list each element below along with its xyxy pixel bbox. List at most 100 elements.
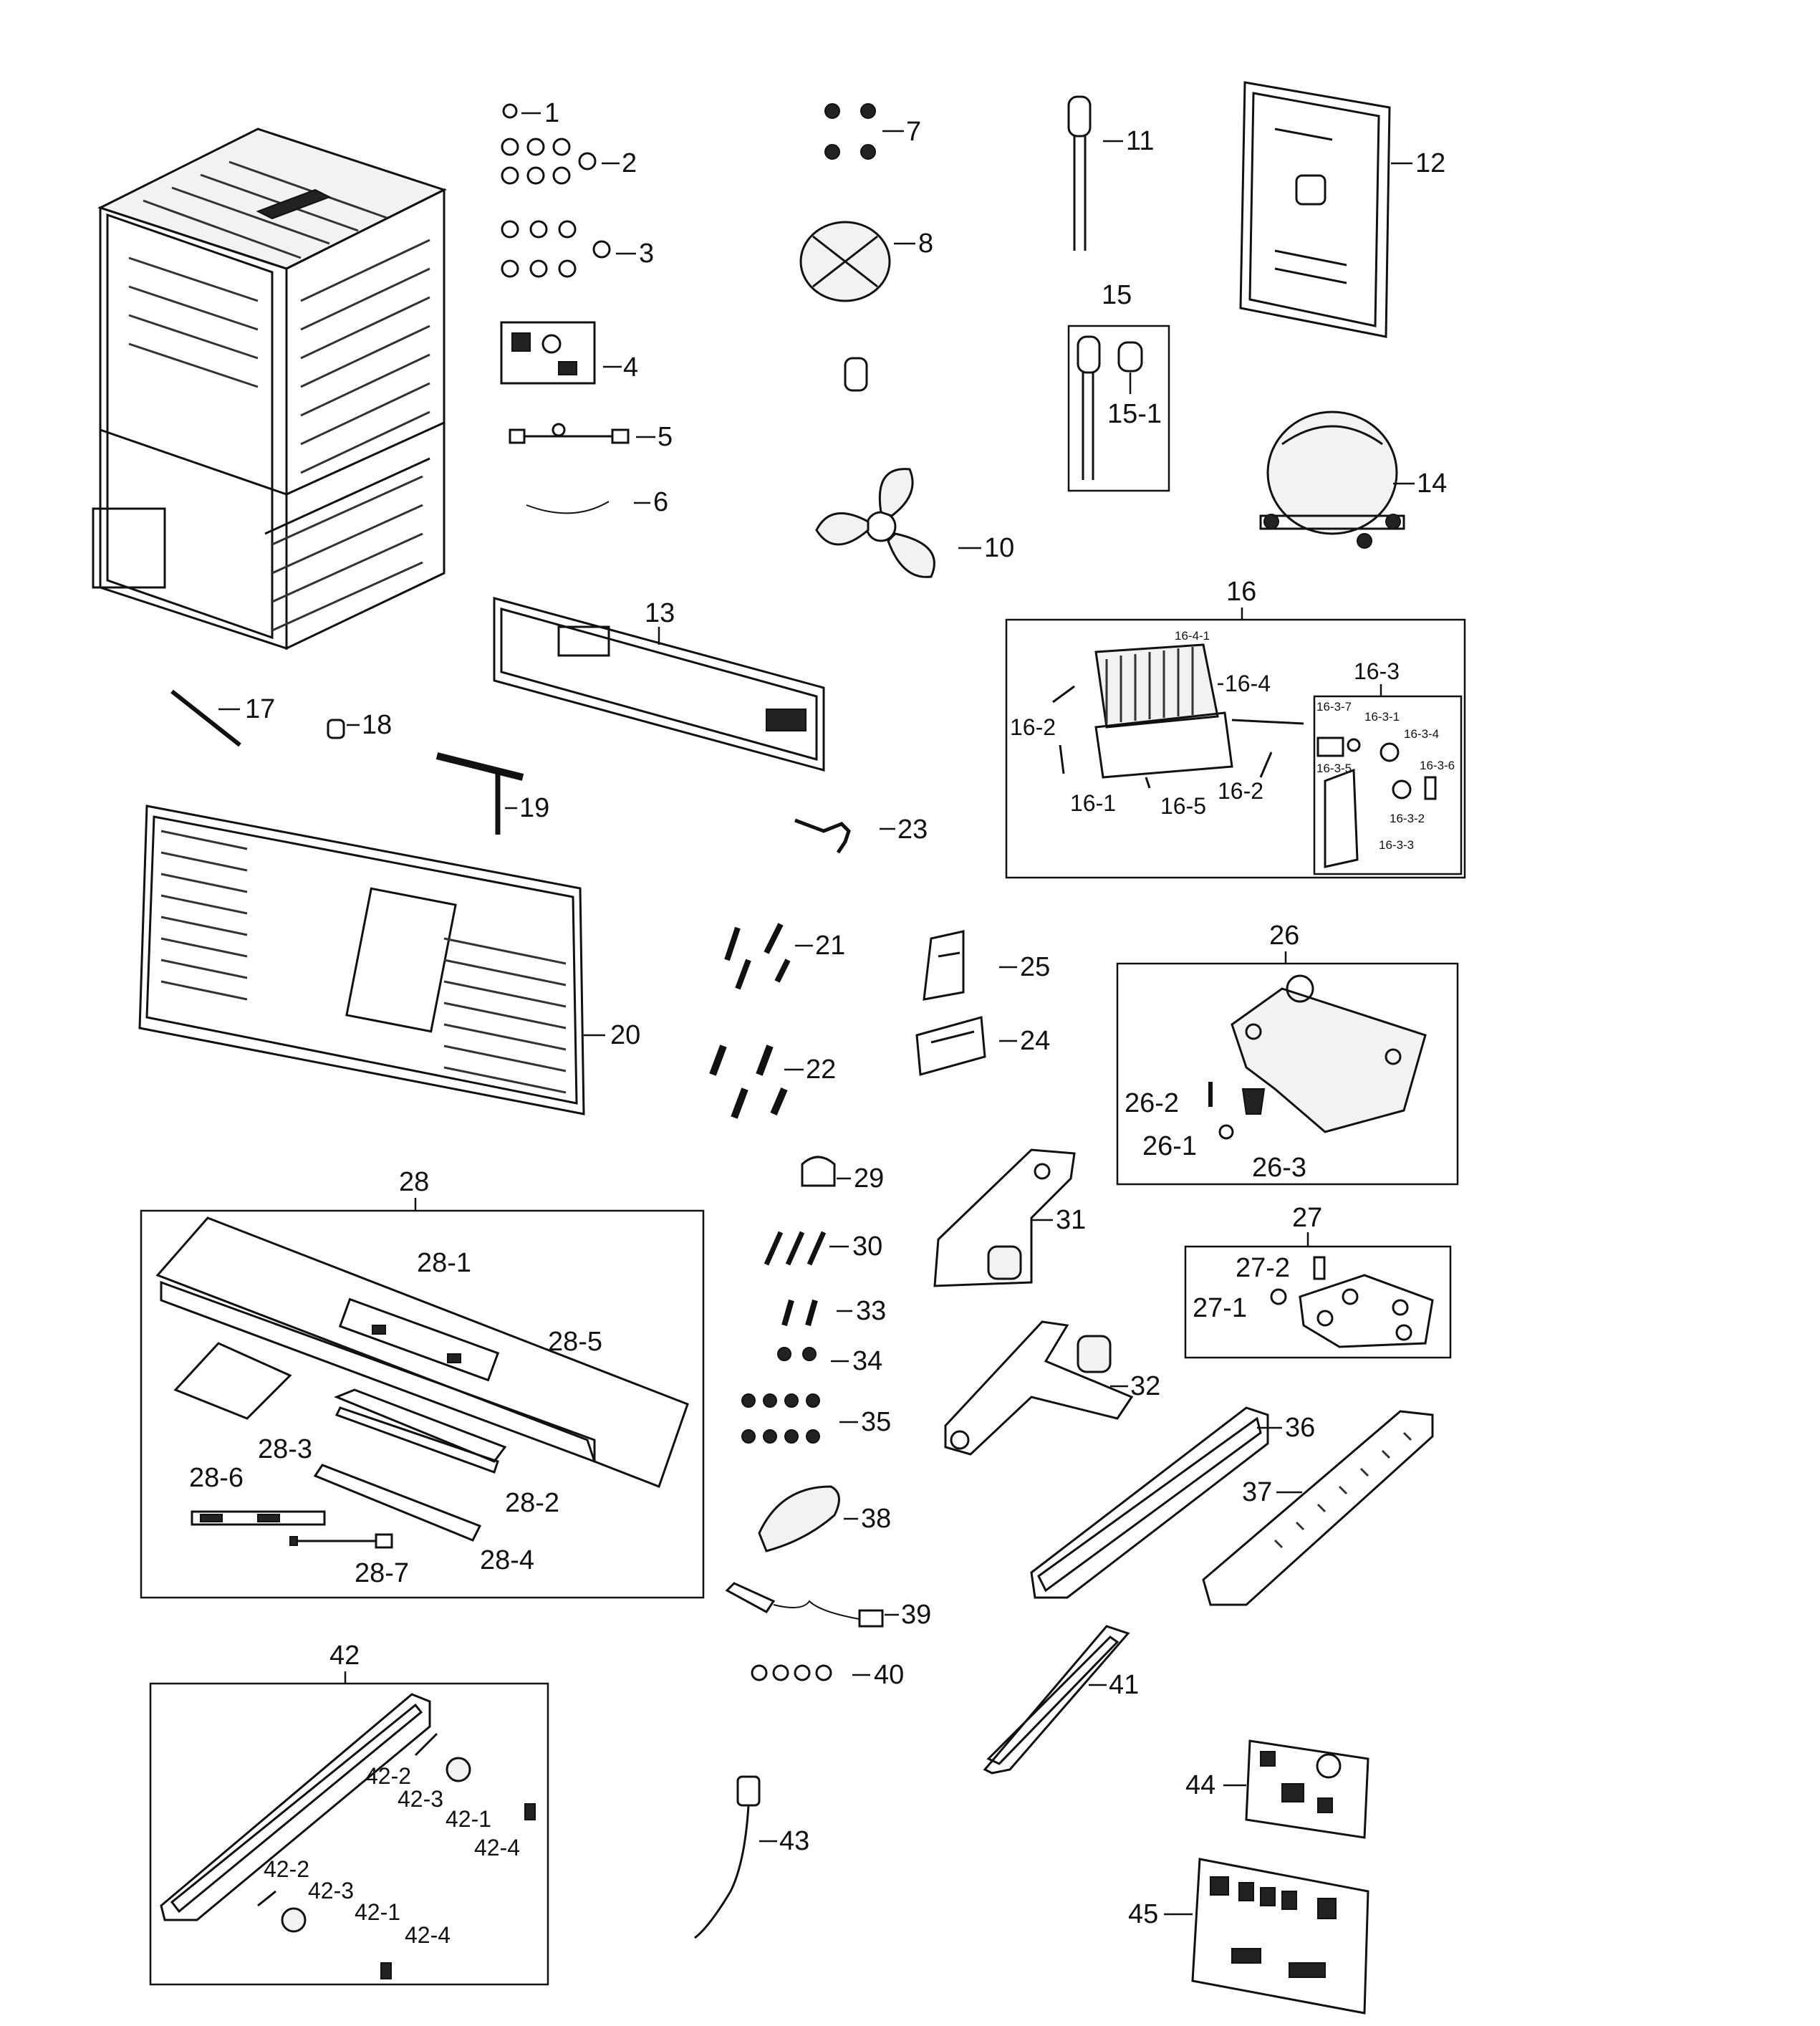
label-16-3: 16-3 <box>1354 658 1400 684</box>
label-31: 31 <box>1056 1205 1086 1235</box>
label-36: 36 <box>1285 1413 1315 1443</box>
label-42-4-upper: 42-4 <box>474 1835 520 1861</box>
label-1: 1 <box>544 98 559 128</box>
label-28-5: 28-5 <box>548 1327 602 1357</box>
part-33-screws <box>781 1299 852 1327</box>
label-28-6: 28-6 <box>189 1463 244 1493</box>
callout-labels: 1 2 3 4 5 6 7 8 10 11 12 13 14 15 15-1 1… <box>189 98 1455 1948</box>
label-17: 17 <box>245 694 275 724</box>
part-19-t-fitting <box>435 752 524 835</box>
label-26-2: 26-2 <box>1125 1088 1179 1118</box>
part-44-pcb <box>1223 1739 1369 1839</box>
label-15-1: 15-1 <box>1107 399 1162 429</box>
label-26-3: 26-3 <box>1252 1153 1306 1183</box>
label-24: 24 <box>1020 1026 1050 1056</box>
label-26: 26 <box>1269 921 1299 951</box>
label-3: 3 <box>639 239 654 269</box>
part-28-5-frame <box>155 1216 689 1488</box>
part-3-screws <box>501 220 636 278</box>
part-1-screw <box>502 103 541 119</box>
label-23: 23 <box>897 815 928 845</box>
part-42-rail <box>160 1693 536 1979</box>
part-6-wire <box>526 501 650 514</box>
part-29-cap <box>801 1156 851 1187</box>
part-30-screws <box>764 1231 849 1266</box>
label-42-3-upper: 42-3 <box>398 1786 443 1812</box>
label-16-3-3: 16-3-3 <box>1379 838 1414 852</box>
label-16-2-right: 16-2 <box>1218 778 1263 804</box>
part-16-4-evaporator <box>1094 643 1304 779</box>
label-11: 11 <box>1126 126 1154 156</box>
label-28: 28 <box>399 1167 429 1197</box>
label-26-1: 26-1 <box>1142 1131 1197 1161</box>
part-28-4-strip <box>313 1464 482 1542</box>
part-8-fan-motor <box>799 221 915 302</box>
box-42 <box>149 1682 549 1986</box>
part-5-harness <box>509 423 655 444</box>
part-43-power-cord <box>694 1775 777 1939</box>
label-20: 20 <box>610 1020 640 1050</box>
part-20-rear-cover <box>138 805 605 1115</box>
part-7-screws <box>824 103 904 160</box>
label-42-3-lower: 42-3 <box>308 1878 354 1903</box>
label-16-5: 16-5 <box>1160 793 1206 819</box>
label-42-4-lower: 42-4 <box>405 1922 451 1948</box>
label-6: 6 <box>653 487 668 517</box>
part-32-hinge <box>944 1320 1134 1456</box>
label-16-4-1: 16-4-1 <box>1175 629 1210 643</box>
label-33: 33 <box>856 1296 886 1326</box>
label-42-2-lower: 42-2 <box>264 1856 309 1882</box>
part-41-channel <box>983 1625 1130 1775</box>
label-16-3-5: 16-3-5 <box>1316 762 1352 775</box>
box-27 <box>1184 1245 1452 1359</box>
label-39: 39 <box>901 1600 931 1630</box>
label-28-4: 28-4 <box>480 1545 534 1575</box>
label-29: 29 <box>854 1163 884 1194</box>
label-42-2-upper: 42-2 <box>365 1763 411 1789</box>
label-8: 8 <box>918 229 933 259</box>
label-28-3: 28-3 <box>258 1434 312 1464</box>
label-27: 27 <box>1292 1203 1322 1233</box>
label-27-2: 27-2 <box>1236 1253 1290 1283</box>
box-16 <box>1005 618 1466 879</box>
fan-cap <box>844 357 868 392</box>
part-31-hinge <box>933 1148 1076 1287</box>
label-16-3-7: 16-3-7 <box>1316 700 1352 714</box>
label-18: 18 <box>362 710 392 740</box>
label-27-1: 27-1 <box>1193 1293 1247 1323</box>
box-28 <box>140 1209 705 1599</box>
part-4-pcb <box>500 321 622 385</box>
part-27-plate <box>1270 1256 1434 1348</box>
part-17-rod <box>170 689 241 747</box>
label-14: 14 <box>1417 469 1447 499</box>
label-5: 5 <box>658 422 673 452</box>
label-38: 38 <box>861 1504 891 1534</box>
label-16-1: 16-1 <box>1070 790 1116 816</box>
label-16-3-2: 16-3-2 <box>1390 812 1425 825</box>
part-28-3-plate <box>173 1342 292 1420</box>
part-25-bracket <box>923 930 1017 1001</box>
part-24-bracket <box>915 1016 1017 1076</box>
part-28-2-plate <box>334 1388 507 1474</box>
label-42-1-lower: 42-1 <box>355 1899 400 1925</box>
label-7: 7 <box>906 117 921 147</box>
part-45-main-pcb <box>1164 1858 1369 2015</box>
label-28-2: 28-2 <box>505 1488 559 1518</box>
label-13: 13 <box>645 598 675 628</box>
label-16-2-left: 16-2 <box>1010 714 1056 740</box>
label-42: 42 <box>329 1641 360 1671</box>
label-40: 40 <box>874 1660 904 1690</box>
part-16-2-screws <box>1052 685 1273 789</box>
box-26 <box>1116 962 1459 1186</box>
label-15: 15 <box>1102 280 1132 310</box>
label-19: 19 <box>519 793 549 823</box>
part-35-screws <box>741 1393 858 1444</box>
part-13-bracket <box>493 597 825 772</box>
part-21-screws <box>724 923 813 990</box>
part-39-sensor <box>725 1582 899 1628</box>
part-37-rail <box>1202 1410 1434 1606</box>
label-37: 37 <box>1242 1477 1272 1507</box>
part-14-compressor <box>1259 411 1415 549</box>
label-16-3-6: 16-3-6 <box>1420 759 1455 772</box>
